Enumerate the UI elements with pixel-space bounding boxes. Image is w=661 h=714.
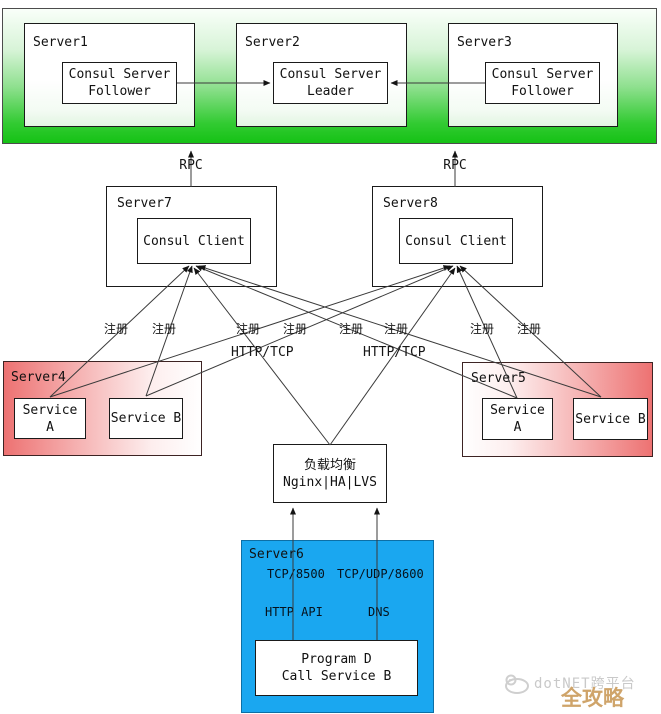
load-balancer-box: 负载均衡 Nginx|HA|LVS bbox=[273, 444, 387, 503]
rpc-label-right: RPC bbox=[443, 158, 467, 173]
server6-http-api-label: HTTP API bbox=[265, 605, 323, 619]
server6-label: Server6 bbox=[249, 547, 304, 562]
watermark-badge-text: 全攻略 bbox=[561, 686, 624, 710]
server5-label: Server5 bbox=[471, 371, 526, 386]
http-tcp-label-right: HTTP/TCP bbox=[363, 345, 426, 360]
program-d-box: Program D Call Service B bbox=[255, 640, 418, 696]
program-d-line2: Call Service B bbox=[281, 669, 392, 684]
rpc-label-left: RPC bbox=[179, 158, 203, 173]
server8-box: Server8 Consul Client bbox=[372, 186, 543, 287]
server5-service-a-box: Service A bbox=[482, 398, 553, 440]
register-label-8: 注册 bbox=[517, 322, 542, 336]
consul-server-leader-line1: Consul Server bbox=[279, 67, 382, 82]
server1-label: Server1 bbox=[33, 35, 88, 50]
consul-client7-text: Consul Client bbox=[143, 233, 245, 249]
server8-label: Server8 bbox=[383, 196, 438, 211]
register-label-7: 注册 bbox=[470, 322, 495, 336]
server2-box: Server2 Consul Server Leader bbox=[236, 23, 407, 127]
server4-service-b-text: Service B bbox=[110, 411, 182, 426]
server5-box: Server5 Service A Service B bbox=[462, 362, 653, 457]
register-label-6: 注册 bbox=[384, 322, 409, 336]
watermark-logo-icon bbox=[505, 674, 529, 694]
register-label-1: 注册 bbox=[104, 322, 129, 336]
server5-service-b-box: Service B bbox=[573, 398, 648, 440]
consul-client7-box: Consul Client bbox=[137, 218, 251, 264]
register-label-5: 注册 bbox=[339, 322, 364, 336]
server6-port-dns-label: TCP/UDP/8600 bbox=[337, 567, 424, 581]
server1-box: Server1 Consul Server Follower bbox=[24, 23, 195, 127]
server6-box: Server6 TCP/8500 TCP/UDP/8600 HTTP API D… bbox=[241, 540, 434, 713]
consul-server-follower1-line1: Consul Server bbox=[68, 67, 171, 82]
consul-server-follower3-box: Consul Server Follower bbox=[485, 62, 600, 104]
server5-service-b-text: Service B bbox=[575, 411, 646, 427]
consul-server-follower3-line2: Follower bbox=[511, 84, 574, 99]
http-tcp-label-left: HTTP/TCP bbox=[231, 345, 294, 360]
consul-server-follower3-line1: Consul Server bbox=[491, 67, 594, 82]
server7-box: Server7 Consul Client bbox=[106, 186, 277, 287]
server6-dns-label: DNS bbox=[368, 605, 390, 619]
load-balancer-subtitle: Nginx|HA|LVS bbox=[283, 474, 377, 490]
register-label-2: 注册 bbox=[152, 322, 177, 336]
server6-port-http-label: TCP/8500 bbox=[267, 567, 325, 581]
consul-server-follower1-line2: Follower bbox=[88, 84, 151, 99]
server3-label: Server3 bbox=[457, 35, 512, 50]
server4-box: Server4 Service A Service B bbox=[3, 361, 202, 456]
register-label-4: 注册 bbox=[283, 322, 308, 336]
server4-label: Server4 bbox=[11, 370, 66, 385]
consul-client8-text: Consul Client bbox=[405, 233, 507, 249]
watermark-brand-text: dotNET跨平台 bbox=[534, 676, 636, 692]
server7-label: Server7 bbox=[117, 196, 172, 211]
load-balancer-title: 负载均衡 bbox=[303, 457, 356, 473]
consul-server-leader-line2: Leader bbox=[307, 84, 354, 99]
server4-service-b-box: Service B bbox=[109, 398, 183, 439]
server3-box: Server3 Consul Server Follower bbox=[448, 23, 618, 127]
consul-server-leader-box: Consul Server Leader bbox=[273, 62, 388, 104]
server4-service-a-box: Service A bbox=[14, 398, 86, 439]
consul-server-follower1-box: Consul Server Follower bbox=[62, 62, 177, 104]
server4-service-a-text: Service A bbox=[22, 402, 78, 435]
consul-client8-box: Consul Client bbox=[399, 218, 513, 264]
server5-service-a-text: Service A bbox=[490, 403, 545, 435]
server2-label: Server2 bbox=[245, 35, 300, 50]
register-label-3: 注册 bbox=[236, 322, 261, 336]
program-d-line1: Program D bbox=[301, 652, 372, 667]
